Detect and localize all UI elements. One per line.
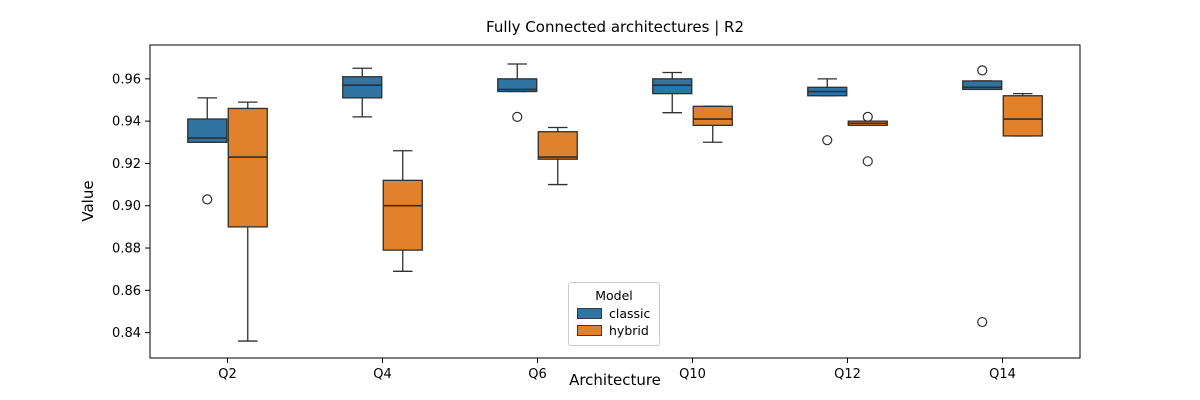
- outlier-marker: [822, 135, 833, 146]
- box-classic-Q4: [342, 67, 383, 118]
- legend-swatch-icon: [577, 325, 602, 337]
- y-tick-label: 0.94: [112, 115, 141, 130]
- y-tick-label: 0.88: [112, 242, 141, 257]
- x-tick-label: Q10: [679, 367, 706, 382]
- box-hybrid-Q12: [847, 111, 888, 167]
- legend-label: classic: [609, 306, 651, 321]
- outlier-marker: [862, 156, 873, 167]
- x-tick-label: Q12: [834, 367, 861, 382]
- legend-item-hybrid: hybrid: [577, 322, 651, 338]
- legend-item-classic: classic: [577, 307, 651, 321]
- box-hybrid-Q14: [1002, 92, 1043, 137]
- y-tick-label: 0.90: [112, 199, 141, 214]
- y-tick-label: 0.86: [112, 284, 141, 299]
- box-hybrid-Q4: [382, 150, 423, 272]
- outlier-marker: [977, 65, 988, 76]
- y-axis-label: Value: [79, 180, 97, 222]
- box-hybrid-Q6: [537, 126, 578, 186]
- box-classic-Q12: [807, 78, 848, 146]
- legend-title: Model: [595, 288, 633, 303]
- box-classic-Q14: [962, 65, 1003, 328]
- outlier-marker: [512, 111, 523, 123]
- x-tick-label: Q6: [528, 367, 547, 382]
- outlier-marker: [202, 194, 213, 205]
- iqr-box: [962, 80, 1003, 91]
- box-hybrid-Q2: [227, 101, 268, 342]
- outlier-marker: [977, 316, 988, 328]
- iqr-box: [537, 131, 578, 160]
- iqr-box: [342, 76, 383, 99]
- box-classic-Q2: [187, 97, 228, 205]
- iqr-box: [652, 78, 693, 95]
- iqr-box: [227, 107, 268, 228]
- legend-swatch-icon: [577, 308, 602, 320]
- y-tick-label: 0.84: [112, 326, 141, 341]
- x-axis-label: Architecture: [569, 371, 661, 389]
- y-tick-label: 0.96: [112, 72, 141, 87]
- legend-label: hybrid: [609, 322, 649, 338]
- iqr-box: [497, 78, 538, 93]
- y-tick-label: 0.92: [112, 157, 141, 172]
- chart-title: Fully Connected architectures | R2: [486, 18, 744, 36]
- iqr-box: [187, 118, 228, 143]
- x-tick-label: Q2: [218, 367, 237, 382]
- outlier-marker: [862, 111, 873, 123]
- iqr-box: [1002, 95, 1043, 137]
- iqr-box: [692, 105, 733, 127]
- x-tick-label: Q4: [373, 367, 392, 382]
- box-hybrid-Q10: [692, 105, 733, 143]
- x-tick-label: Q14: [989, 367, 1016, 382]
- iqr-box: [382, 179, 423, 251]
- box-classic-Q10: [652, 71, 693, 114]
- box-classic-Q6: [497, 63, 538, 123]
